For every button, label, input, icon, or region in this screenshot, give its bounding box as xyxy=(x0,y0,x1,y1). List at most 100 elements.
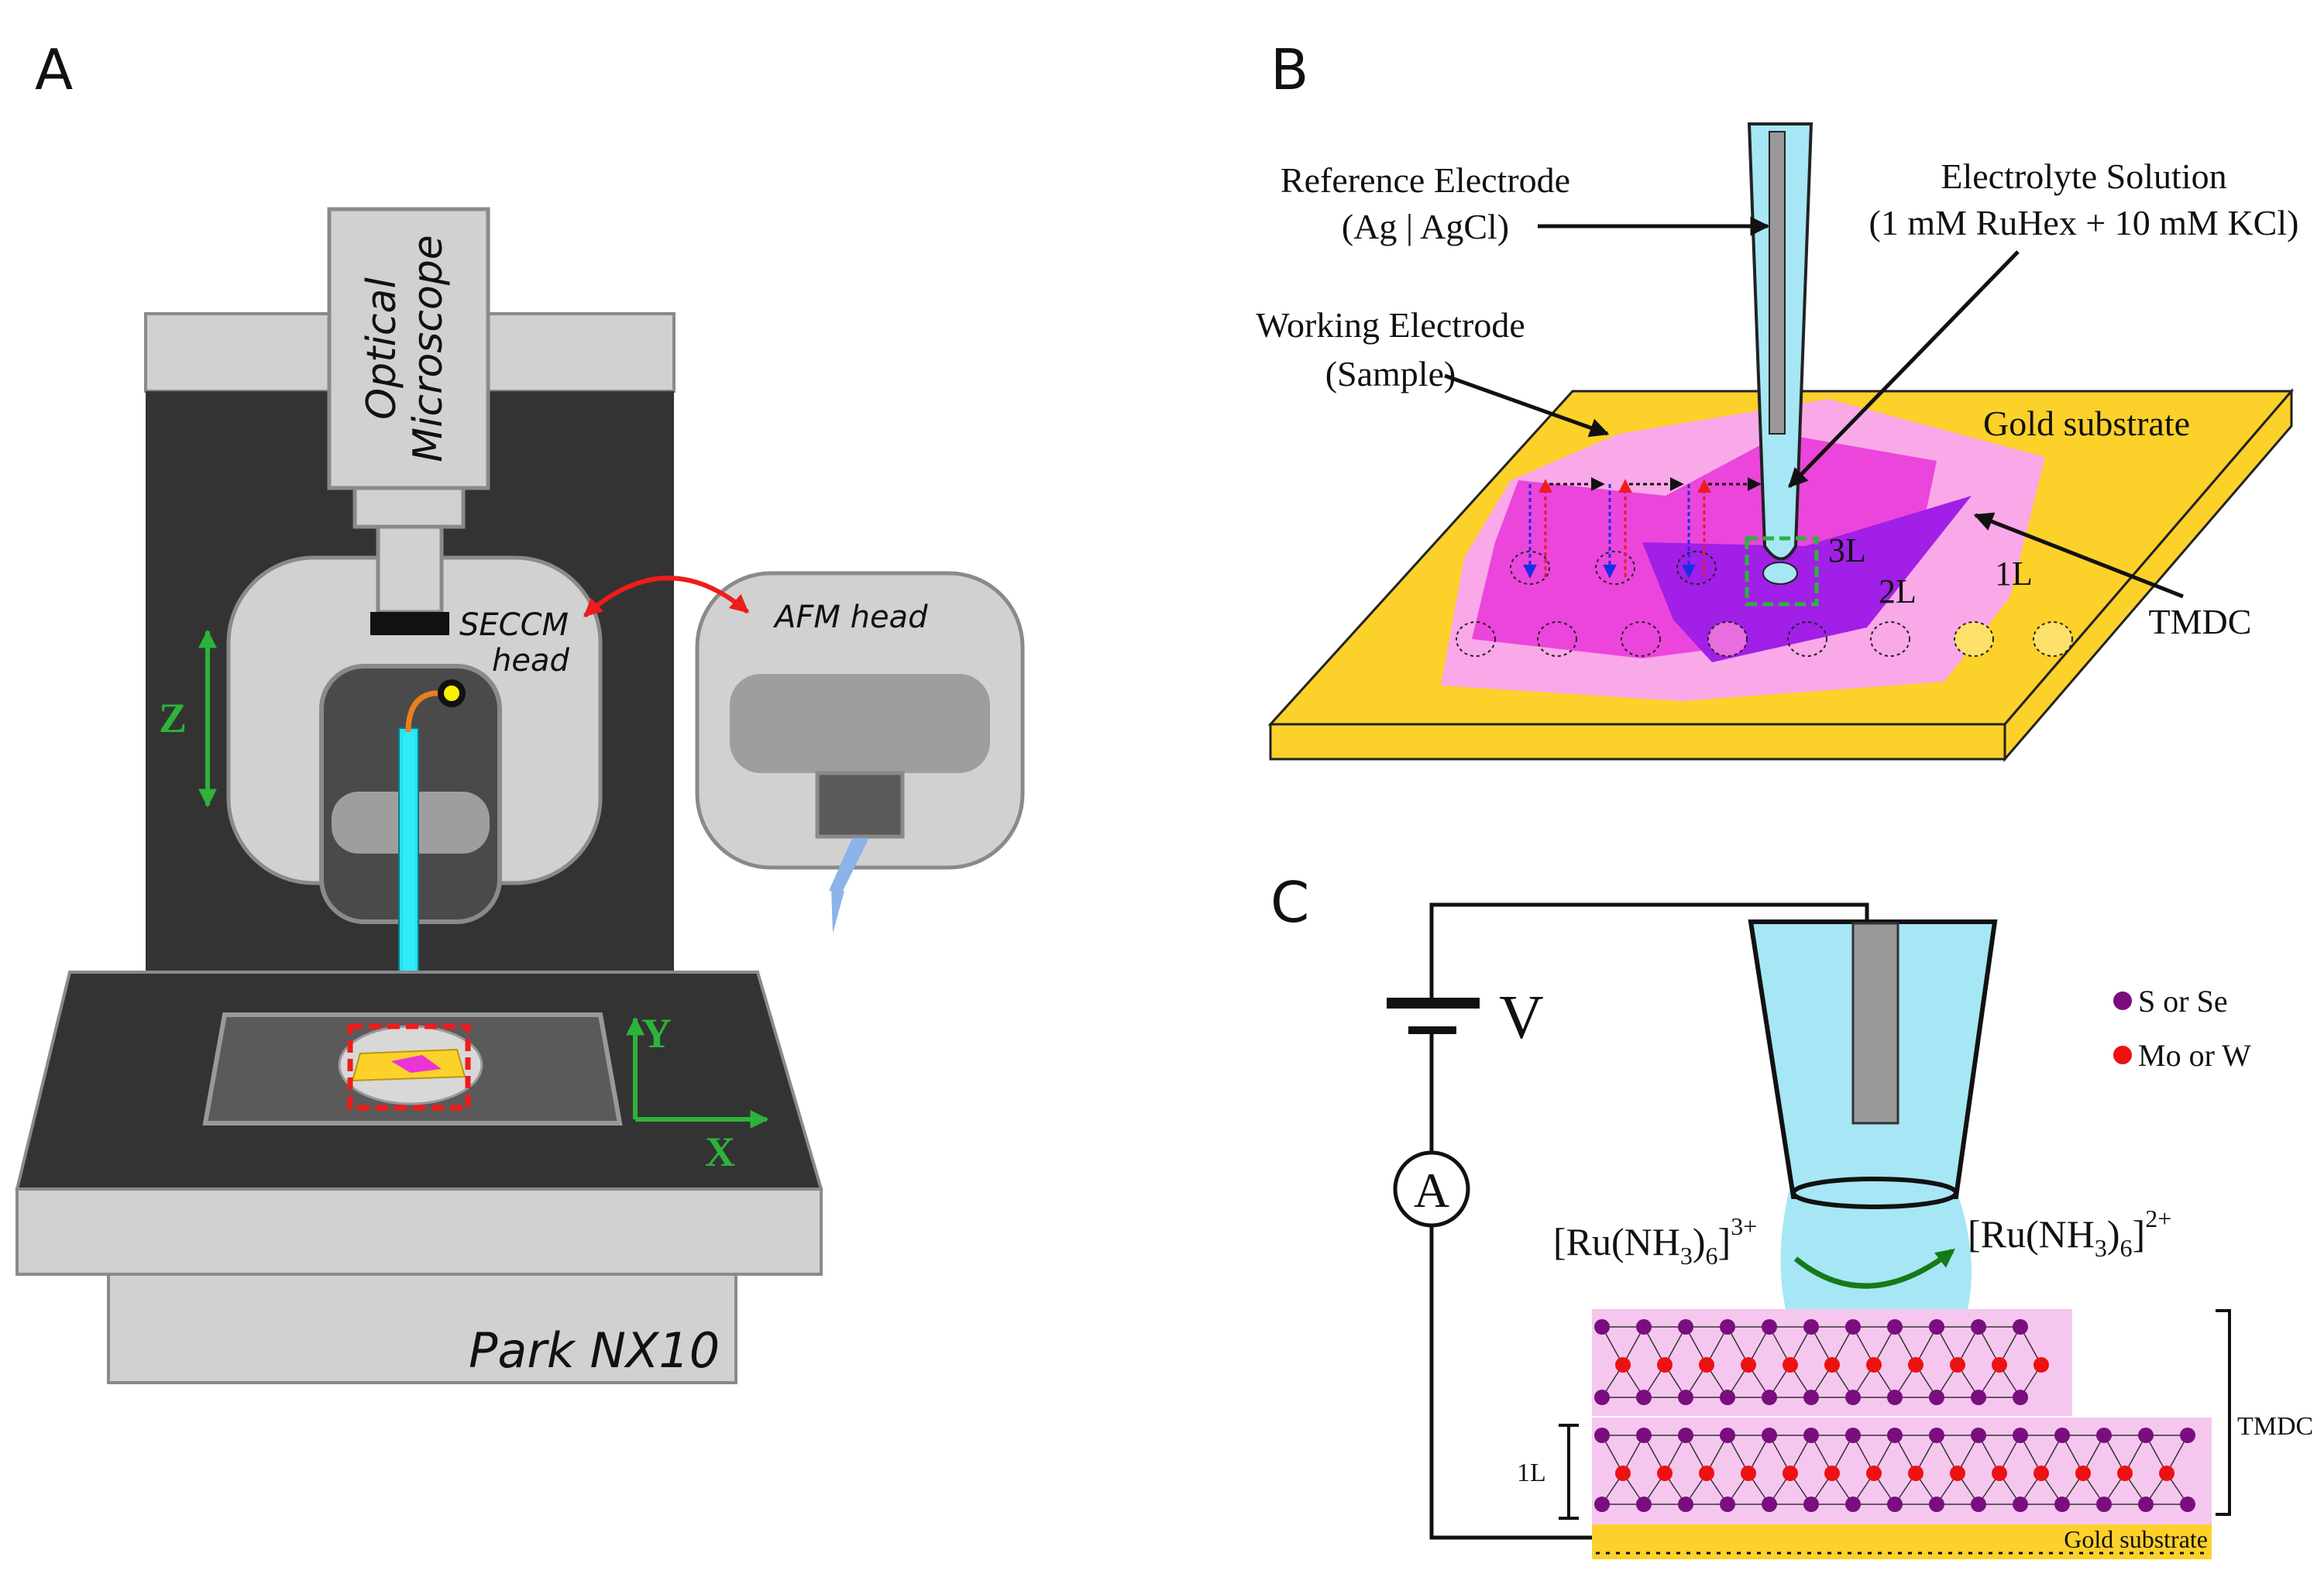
reference-electrode-label-2: (Ag | AgCl) xyxy=(1342,207,1509,246)
metal-atom xyxy=(1866,1466,1882,1481)
chalcogen-atom xyxy=(1845,1497,1861,1512)
metal-atom xyxy=(1741,1357,1756,1373)
sample-zoom-box xyxy=(347,1023,471,1111)
hopping-arrows xyxy=(1523,477,1762,579)
scan-spot xyxy=(1510,551,1550,585)
metal-atom xyxy=(1908,1466,1923,1481)
instrument-name: Park NX10 xyxy=(469,1322,720,1379)
metal-atom xyxy=(1950,1357,1965,1373)
gold-substrate-label-c: Gold substrate xyxy=(2064,1525,2208,1553)
circuit-wire-bottom xyxy=(1429,1225,1600,1540)
chalcogen-atom xyxy=(1594,1428,1610,1443)
metal-atom xyxy=(1741,1466,1756,1481)
panel-b: B Gold substrate 3L 2L 1L xyxy=(1256,37,2298,763)
chalcogen-atom xyxy=(1803,1390,1819,1405)
chalcogen-atom xyxy=(1845,1390,1861,1405)
chalcogen-atom xyxy=(1720,1428,1735,1443)
scan-spots xyxy=(1456,551,2073,657)
chalcogen-atom xyxy=(2013,1390,2028,1405)
chalcogen-atom xyxy=(1762,1497,1777,1512)
microscope-objective xyxy=(376,524,444,614)
working-electrode-label-1: Working Electrode xyxy=(1256,305,1525,345)
objective-lens xyxy=(370,612,449,635)
chalcogen-atom xyxy=(1762,1428,1777,1443)
chalcogen-atom xyxy=(2013,1319,2028,1335)
gold-substrate-side xyxy=(2003,387,2293,763)
chalcogen-atom xyxy=(1762,1390,1777,1405)
chalcogen-atom xyxy=(1678,1428,1693,1443)
tmdc-bracket xyxy=(2216,1309,2231,1516)
chalcogen-atom xyxy=(1971,1497,1986,1512)
afm-cantilever xyxy=(829,838,869,891)
metal-atom xyxy=(2159,1466,2174,1481)
optical-microscope xyxy=(327,207,490,490)
scan-spot xyxy=(1707,621,1748,657)
metal-atom xyxy=(1615,1466,1631,1481)
scan-spot xyxy=(2033,621,2073,657)
monolayer-label: 1L xyxy=(1517,1459,1546,1487)
tmdc-lattice-bottom xyxy=(1594,1428,2195,1512)
layer-1l-label: 1L xyxy=(1995,555,2033,593)
working-electrode-arrow xyxy=(1444,373,1610,438)
metal-atom xyxy=(2033,1357,2049,1373)
electrode-wire xyxy=(405,690,445,733)
metal-atom xyxy=(1992,1466,2007,1481)
zoom-box-b xyxy=(1745,536,1819,607)
chalcogen-atom xyxy=(1720,1319,1735,1335)
seccm-head-label-2: head xyxy=(492,643,569,679)
metal-atom xyxy=(1699,1357,1714,1373)
electrolyte-label-1: Electrolyte Solution xyxy=(1941,156,2226,196)
metal-atom xyxy=(1866,1357,1882,1373)
scan-spot xyxy=(1595,551,1635,585)
legend-mo-marker xyxy=(2113,1046,2132,1064)
head-swap-arrow xyxy=(583,576,749,618)
chalcogen-atom xyxy=(1929,1390,1944,1405)
chalcogen-atom xyxy=(1803,1497,1819,1512)
chalcogen-atom xyxy=(1887,1390,1903,1405)
meniscus-b xyxy=(1762,562,1798,585)
seccm-head-label-1: SECCM xyxy=(459,607,569,643)
afm-clamp xyxy=(730,674,990,773)
scan-spot xyxy=(1787,621,1827,657)
legend-s-label: S or Se xyxy=(2138,984,2228,1019)
layer-2l-label: 2L xyxy=(1879,572,1917,610)
chalcogen-atom xyxy=(2054,1428,2070,1443)
metal-atom xyxy=(1950,1466,1965,1481)
legend-s-marker xyxy=(2113,991,2132,1010)
panel-a: A Optical Microscope SECCM head Z AFM he… xyxy=(15,37,1025,1384)
panel-a-label: A xyxy=(35,37,73,102)
z-axis-label: Z xyxy=(159,695,187,741)
chalcogen-atom xyxy=(1887,1497,1903,1512)
x-axis-label: X xyxy=(705,1129,735,1175)
metal-atom xyxy=(1615,1357,1631,1373)
gold-substrate-label: Gold substrate xyxy=(1983,404,2190,443)
tmdc-label-c: TMDC xyxy=(2237,1412,2313,1441)
chalcogen-atom xyxy=(1594,1390,1610,1405)
wire-connector xyxy=(438,679,466,707)
voltage-label: V xyxy=(1499,984,1544,1052)
afm-cantilever-holder xyxy=(815,771,905,839)
tmdc-label-b: TMDC xyxy=(2149,602,2252,641)
chalcogen-atom xyxy=(1720,1497,1735,1512)
chalcogen-atom xyxy=(2096,1428,2112,1443)
metal-atom xyxy=(1657,1357,1673,1373)
chalcogen-atom xyxy=(2180,1497,2195,1512)
reference-electrode-label-1: Reference Electrode xyxy=(1281,160,1570,200)
metal-atom xyxy=(2033,1466,2049,1481)
panel-c: C V A [Ru(NH3)6]3+ [Ru(NH3)6]2+ S or Se … xyxy=(1270,870,2313,1559)
chalcogen-atom xyxy=(2013,1428,2028,1443)
legend-mo-label: Mo or W xyxy=(2138,1038,2251,1073)
chalcogen-atom xyxy=(1720,1390,1735,1405)
metal-atom xyxy=(1824,1466,1840,1481)
metal-atom xyxy=(1908,1357,1923,1373)
electrolyte-arrow xyxy=(1788,250,2020,488)
ammeter-label: A xyxy=(1414,1163,1449,1218)
chalcogen-atom xyxy=(2054,1497,2070,1512)
panel-c-label: C xyxy=(1270,870,1309,935)
chalcogen-atom xyxy=(1803,1319,1819,1335)
instrument-base xyxy=(107,1273,737,1384)
pipette-opening xyxy=(1791,1177,1958,1209)
scan-spot xyxy=(1954,621,1994,657)
working-electrode-label-2: (Sample) xyxy=(1325,354,1456,394)
optical-microscope-label-1: Optical xyxy=(359,277,405,420)
